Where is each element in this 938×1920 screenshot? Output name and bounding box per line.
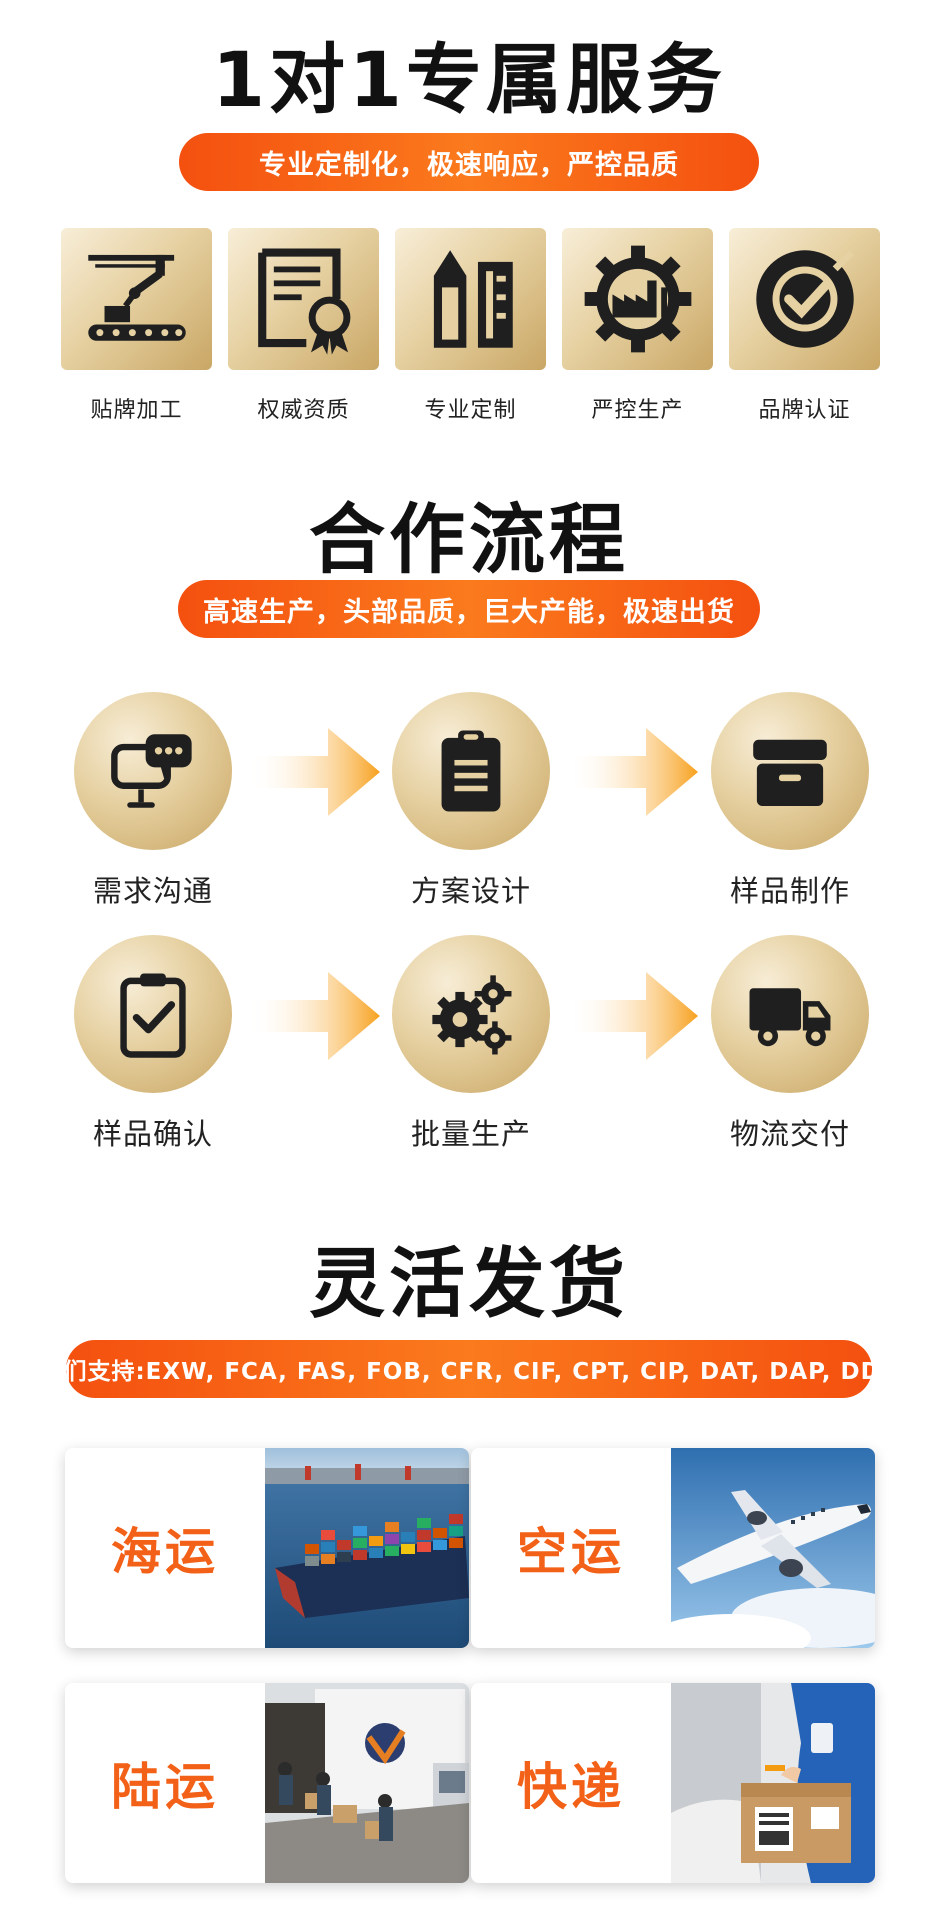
step-label: 物流交付: [729, 1117, 850, 1151]
step-mass-production: 批量生产: [371, 935, 571, 1153]
delivery-truck-photo: [265, 1683, 469, 1883]
feature-custom: 专业定制: [395, 228, 546, 424]
robot-arm-conveyor-icon: [61, 228, 212, 370]
courier-package-photo: [671, 1683, 875, 1883]
chat-monitor-icon: [74, 692, 232, 850]
step-label: 方案设计: [410, 874, 531, 908]
shipping-title: 灵活发货: [309, 1239, 629, 1328]
container-ship-photo: [265, 1448, 469, 1648]
box-icon: [711, 692, 869, 850]
shipping-air-card: 空运: [471, 1448, 875, 1648]
factory-gear-icon: [562, 228, 713, 370]
step-delivery: 物流交付: [690, 935, 890, 1153]
arrow-icon: [566, 972, 698, 1060]
truck-icon: [711, 935, 869, 1093]
shipping-method-label: 海运: [111, 1523, 219, 1581]
process-title: 合作流程: [309, 495, 629, 584]
step-label: 需求沟通: [92, 874, 213, 908]
step-sample: 样品制作: [690, 692, 890, 910]
feature-label: 贴牌加工: [90, 398, 183, 423]
step-label: 样品确认: [92, 1117, 213, 1151]
feature-qualification: 权威资质: [228, 228, 379, 424]
service-subtitle-banner: 专业定制化，极速响应，严控品质: [179, 133, 759, 191]
shipping-land-card: 陆运: [65, 1683, 469, 1883]
step-requirement: 需求沟通: [53, 692, 253, 910]
step-sample-confirm: 样品确认: [53, 935, 253, 1153]
feature-tiles: 贴牌加工 权威资质: [61, 228, 880, 424]
gears-icon: [392, 935, 550, 1093]
airplane-photo: [671, 1448, 875, 1648]
shipping-terms-banner: 我们支持:EXW, FCA, FAS, FOB, CFR, CIF, CPT, …: [39, 1340, 898, 1398]
arrow-icon: [248, 728, 380, 816]
pencil-ruler-icon: [395, 228, 546, 370]
process-subtitle-banner: 高速生产，头部品质，巨大产能，极速出货: [178, 580, 760, 638]
shipping-method-label: 快递: [517, 1758, 625, 1816]
arrow-icon: [248, 972, 380, 1060]
clipboard-icon: [392, 692, 550, 850]
feature-label: 严控生产: [591, 398, 684, 423]
step-design: 方案设计: [371, 692, 571, 910]
check-badge-icon: [729, 228, 880, 370]
service-title: 1对1专属服务: [212, 35, 726, 124]
feature-label: 品牌认证: [758, 398, 851, 423]
feature-label: 专业定制: [424, 398, 517, 423]
step-label: 批量生产: [410, 1117, 531, 1151]
feature-oem: 贴牌加工: [61, 228, 212, 424]
feature-production: 严控生产: [562, 228, 713, 424]
arrow-icon: [566, 728, 698, 816]
step-label: 样品制作: [729, 874, 850, 908]
certificate-icon: [228, 228, 379, 370]
shipping-express-card: 快递: [471, 1683, 875, 1883]
shipping-method-label: 空运: [517, 1523, 625, 1581]
clipboard-check-icon: [74, 935, 232, 1093]
feature-brand: 品牌认证: [729, 228, 880, 424]
shipping-method-label: 陆运: [111, 1758, 219, 1816]
shipping-sea-card: 海运: [65, 1448, 469, 1648]
feature-label: 权威资质: [257, 398, 350, 423]
